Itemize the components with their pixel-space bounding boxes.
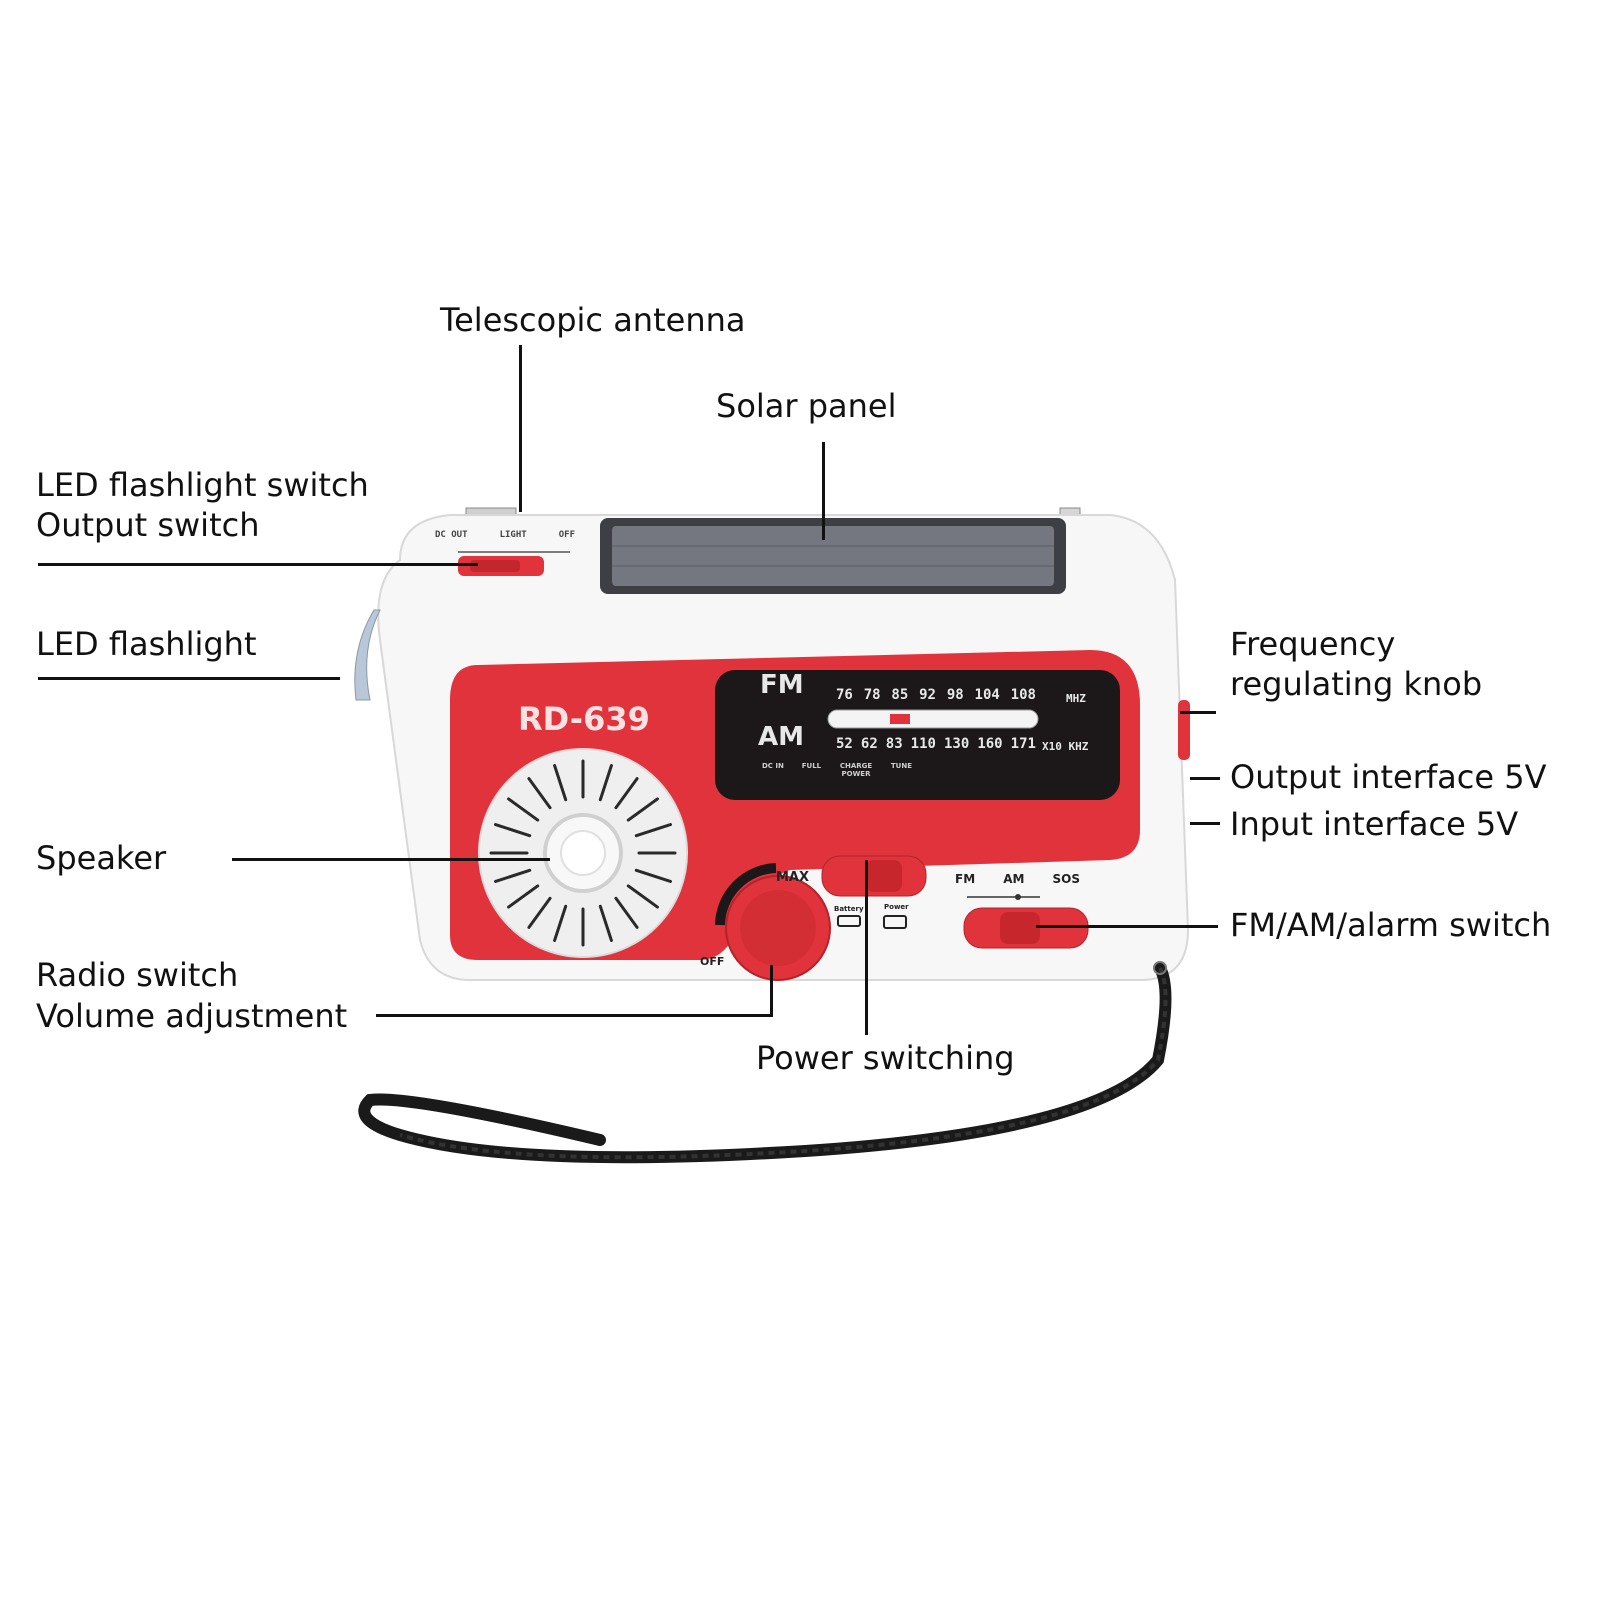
callout-regulating-knob: regulating knob: [1230, 665, 1483, 703]
leader-speaker: [232, 858, 550, 861]
leader-solar: [822, 442, 825, 540]
callout-led-flashlight-switch: LED flashlight switch: [36, 466, 369, 504]
leader-flash-switch: [38, 563, 478, 566]
power-switch-power-label: Power: [884, 903, 909, 911]
leader-fm-am-switch: [1036, 925, 1218, 928]
band-switch[interactable]: [963, 894, 1089, 949]
grille-slot: [626, 884, 659, 909]
indicator-tune: TUNE: [890, 762, 912, 770]
grille-slot: [507, 884, 540, 909]
fm-tick: 98: [946, 687, 964, 703]
callout-speaker: Speaker: [36, 839, 167, 877]
grille-slot: [553, 764, 568, 802]
leader-radio-switch-v: [770, 965, 773, 1017]
leader-power-switching: [865, 860, 868, 1035]
leader-antenna: [519, 345, 522, 512]
volume-max-label: MAX: [776, 870, 810, 885]
fm-tick: 104: [974, 687, 1000, 703]
frequency-knob[interactable]: [1178, 700, 1190, 760]
grille-slot: [494, 868, 532, 883]
callout-frequency: Frequency: [1230, 625, 1396, 663]
am-tick: 160: [977, 736, 1003, 752]
fm-tick: 108: [1010, 687, 1036, 703]
callout-volume-adjustment: Volume adjustment: [36, 997, 348, 1035]
grille-slot: [634, 868, 672, 883]
leader-input-if: [1190, 822, 1220, 825]
top-switch-dc-out: DC OUT: [435, 530, 468, 540]
am-tick: 110: [910, 736, 936, 752]
callout-solar-panel: Solar panel: [716, 387, 897, 425]
indicator-labels: DC IN FULL CHARGE POWER TUNE: [762, 762, 912, 778]
dial-am-unit: X10 KHZ: [1042, 740, 1089, 753]
callout-power-switching: Power switching: [756, 1039, 1015, 1077]
grille-slot: [527, 896, 552, 929]
callout-led-flashlight: LED flashlight: [36, 625, 257, 663]
grille-slot: [527, 777, 552, 810]
tuning-dial-window: [715, 670, 1120, 800]
callout-input-interface: Input interface 5V: [1230, 805, 1519, 843]
grille-slot: [598, 764, 613, 802]
speaker-grille: [489, 759, 677, 947]
tuning-scale-bar: [827, 709, 1039, 729]
volume-off-label: OFF: [700, 955, 725, 968]
indicator-dc-in: DC IN: [762, 762, 784, 770]
callout-output-switch: Output switch: [36, 506, 260, 544]
volume-knob[interactable]: [715, 863, 831, 981]
indicator-full: FULL: [801, 762, 822, 770]
band-switch-labels: FM AM SOS: [955, 872, 1080, 886]
callout-output-interface: Output interface 5V: [1230, 758, 1547, 796]
callout-radio-switch: Radio switch: [36, 956, 239, 994]
dial-am-scale: 52 62 83 110 130 160 171: [836, 736, 1036, 752]
fm-tick: 76: [836, 687, 853, 703]
leader-output-if: [1190, 777, 1220, 780]
wrist-strap: [358, 961, 1172, 1164]
model-label: RD-639: [518, 700, 650, 738]
am-tick: 83: [885, 736, 903, 752]
am-tick: 62: [860, 736, 878, 752]
leader-flashlight: [38, 677, 340, 680]
band-sos: SOS: [1052, 872, 1081, 886]
callout-fm-am-alarm-switch: FM/AM/alarm switch: [1230, 906, 1552, 944]
grille-slot: [494, 823, 532, 838]
indicator-charge-power: CHARGE POWER: [839, 762, 873, 778]
grille-slot: [507, 797, 540, 822]
am-tick: 52: [836, 736, 853, 752]
grille-slot: [614, 777, 639, 810]
band-am: AM: [1003, 872, 1025, 886]
am-tick: 171: [1010, 736, 1036, 752]
power-switch-battery-label: Battery: [834, 905, 864, 913]
am-tick: 130: [944, 736, 970, 752]
dial-fm-scale: 76 78 85 92 98 104 108: [836, 687, 1036, 703]
grille-slot: [634, 823, 672, 838]
top-switch-labels: DC OUT LIGHT OFF: [435, 530, 575, 540]
grille-slot: [553, 904, 568, 942]
grille-slot: [614, 896, 639, 929]
fm-tick: 85: [891, 687, 909, 703]
power-switch[interactable]: [821, 855, 927, 929]
grille-slot: [598, 904, 613, 942]
flashlight-output-switch[interactable]: [458, 551, 570, 576]
callout-telescopic-antenna: Telescopic antenna: [440, 301, 746, 339]
leader-freq-knob: [1180, 711, 1216, 714]
solar-panel: [600, 518, 1066, 594]
band-fm: FM: [955, 872, 976, 886]
fm-tick: 78: [863, 687, 881, 703]
dial-am-label: AM: [758, 722, 804, 752]
leader-radio-switch-h: [376, 1014, 772, 1017]
dial-fm-unit: MHZ: [1066, 692, 1086, 705]
top-switch-off: OFF: [558, 530, 575, 540]
dial-fm-label: FM: [760, 670, 804, 700]
speaker: [478, 748, 688, 958]
grille-slot: [626, 797, 659, 822]
top-switch-light: LIGHT: [499, 530, 527, 540]
fm-tick: 92: [919, 687, 936, 703]
led-flashlight: [354, 609, 381, 701]
